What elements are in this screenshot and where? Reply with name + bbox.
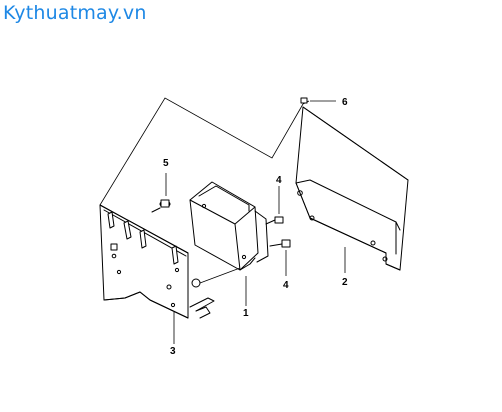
callout-1: 1	[243, 308, 249, 319]
controller-box	[189, 181, 269, 306]
screw-part-4-lower	[269, 239, 291, 276]
cover-plate	[295, 106, 409, 273]
callout-6: 6	[342, 97, 348, 108]
site-watermark: Kythuatmay.vn	[3, 2, 147, 24]
callout-3: 3	[170, 346, 176, 357]
callout-4-upper: 4	[276, 175, 282, 186]
screw-part-5	[151, 173, 171, 213]
clip-part	[300, 97, 336, 104]
callout-2: 2	[342, 277, 348, 288]
screw-part-4-upper	[265, 186, 284, 225]
mounting-bracket	[99, 204, 215, 344]
callout-5: 5	[163, 158, 169, 169]
callout-4-lower: 4	[283, 280, 289, 291]
